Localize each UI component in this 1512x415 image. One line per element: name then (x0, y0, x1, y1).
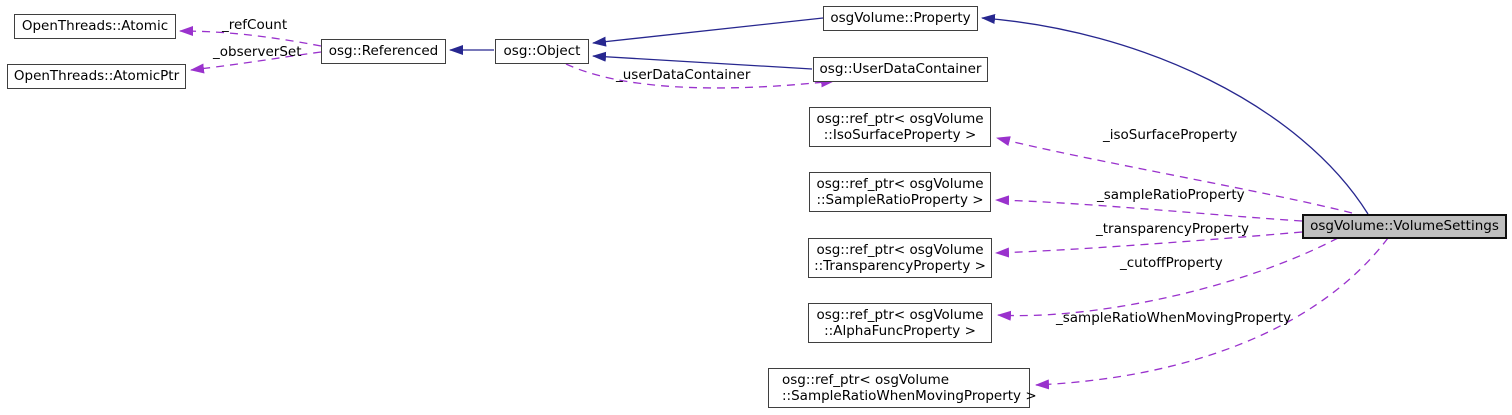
node-label-line2: ::TransparencyProperty > (814, 258, 986, 274)
node-label: osg::UserDataContainer (819, 61, 982, 78)
node-label-line2: ::AlphaFuncProperty > (824, 323, 976, 339)
node-label: osgVolume::VolumeSettings (1310, 218, 1499, 235)
edge-label-cutoffproperty: _cutoffProperty (1120, 255, 1223, 271)
node-refptr-isosurfaceproperty[interactable]: osg::ref_ptr< osgVolume ::IsoSurfaceProp… (809, 107, 991, 147)
edge-sampleratiowhenmovingproperty (1035, 237, 1389, 390)
node-osgvolume-property[interactable]: osgVolume::Property (823, 6, 978, 31)
edge-sampleratioproperty (995, 195, 1303, 222)
edge-label-isosurfaceproperty: _isoSurfaceProperty (1103, 127, 1238, 143)
edge-label-observerset: _observerSet (213, 44, 302, 60)
node-label: osgVolume::Property (830, 10, 971, 27)
node-osgvolume-volumesettings: osgVolume::VolumeSettings (1302, 214, 1507, 239)
node-label: OpenThreads::AtomicPtr (13, 68, 180, 85)
node-label-line1: osg::ref_ptr< osgVolume (782, 371, 950, 388)
edge-cutoffproperty (997, 237, 1339, 321)
node-osg-referenced[interactable]: osg::Referenced (321, 39, 446, 64)
node-label-line1: osg::ref_ptr< osgVolume (816, 175, 984, 192)
edge-transparencyproperty (995, 231, 1303, 258)
edge-label-transparencyproperty: _transparencyProperty (1096, 221, 1249, 237)
node-refptr-sampleratiowhenmovingproperty[interactable]: osg::ref_ptr< osgVolume ::SampleRatioWhe… (768, 368, 1037, 408)
node-label-line1: osg::ref_ptr< osgVolume (816, 306, 984, 323)
node-openthreads-atomic[interactable]: OpenThreads::Atomic (14, 14, 176, 39)
node-label-line1: osg::ref_ptr< osgVolume (816, 241, 984, 258)
node-label: OpenThreads::Atomic (21, 18, 169, 35)
edge-refcount (179, 26, 322, 47)
node-label: osg::Object (503, 43, 581, 60)
node-refptr-sampleratioproperty[interactable]: osg::ref_ptr< osgVolume ::SampleRatioPro… (809, 172, 991, 212)
node-label-line1: osg::ref_ptr< osgVolume (816, 110, 984, 127)
edge-label-userdatacontainer: _userDataContainer (616, 67, 751, 83)
node-osg-object[interactable]: osg::Object (495, 39, 589, 64)
edge-label-sampleratioproperty: _sampleRatioProperty (1097, 187, 1245, 203)
edge-label-refcount: _refCount (222, 17, 288, 33)
node-refptr-transparencyproperty[interactable]: osg::ref_ptr< osgVolume ::TransparencyPr… (808, 238, 992, 278)
node-label: osg::Referenced (328, 43, 439, 60)
edge-property-to-object (592, 17, 824, 47)
edge-userdatacontainer-to-object (592, 51, 813, 70)
node-refptr-alphafuncproperty[interactable]: osg::ref_ptr< osgVolume ::AlphaFuncPrope… (808, 303, 992, 343)
node-label-line2: ::IsoSurfaceProperty > (823, 127, 977, 143)
edge-label-sampleratiowhenmovingproperty: _sampleRatioWhenMovingProperty (1056, 310, 1292, 326)
node-osg-userdatacontainer[interactable]: osg::UserDataContainer (813, 57, 988, 82)
node-label-line2: ::SampleRatioProperty > (816, 192, 984, 208)
edge-observerset (190, 51, 322, 74)
node-label-line2: ::SampleRatioWhenMovingProperty > (782, 388, 1037, 404)
edge-userdatacontainer (565, 63, 835, 89)
node-openthreads-atomicptr[interactable]: OpenThreads::AtomicPtr (7, 64, 186, 89)
edge-volumesettings-to-property (981, 14, 1369, 215)
